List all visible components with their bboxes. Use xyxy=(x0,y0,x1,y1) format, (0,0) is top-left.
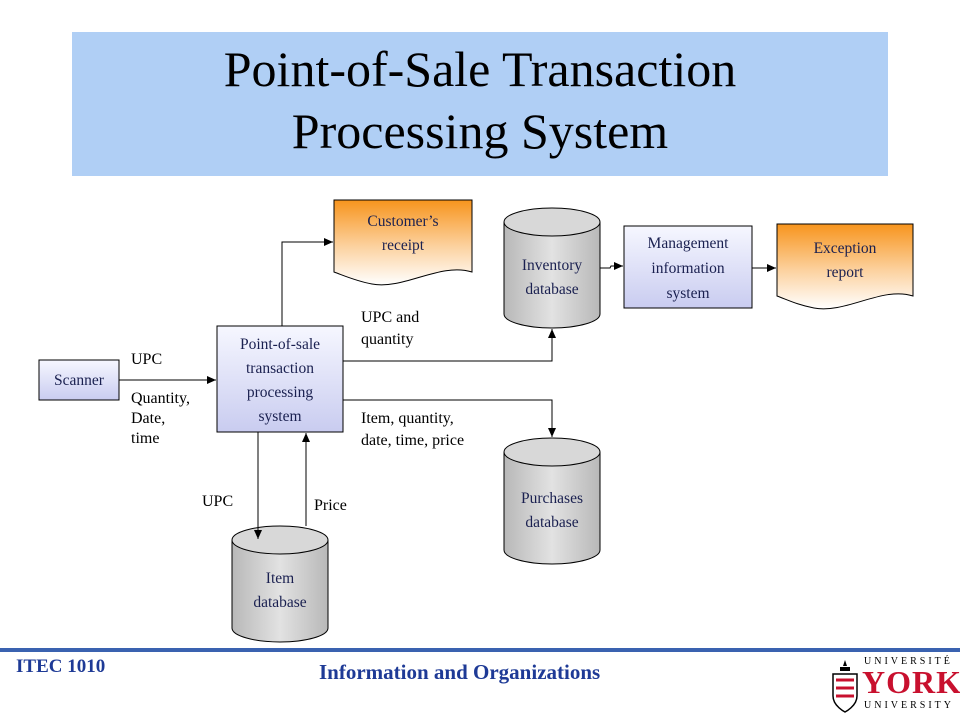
item-db-label-1: Item xyxy=(266,570,294,587)
edge-label-date-time-price: date, time, price xyxy=(361,432,464,449)
logo-universite: UNIVERSITÉ xyxy=(864,656,953,667)
title-line-2: Processing System xyxy=(291,103,669,159)
inventory-label-2: database xyxy=(525,281,578,298)
footer-divider xyxy=(0,648,960,652)
pos-label-2: transaction xyxy=(246,360,314,377)
arrow-pos-to-purchases xyxy=(343,399,556,437)
scanner-label: Scanner xyxy=(54,372,105,389)
mis-label-1: Management xyxy=(648,235,730,252)
edge-label-upc-and: UPC and xyxy=(361,309,419,326)
inventory-label-1: Inventory xyxy=(522,257,583,274)
exception-label-2: report xyxy=(826,264,864,281)
pos-label-3: processing xyxy=(247,384,314,401)
scanner-box: Scanner xyxy=(38,359,120,401)
exception-label-1: Exception xyxy=(814,240,877,257)
receipt-label-2: receipt xyxy=(382,237,425,254)
edge-label-upc: UPC xyxy=(131,351,162,368)
title-band xyxy=(72,32,888,176)
purchases-label-1: Purchases xyxy=(521,490,583,507)
edge-label-item-qty: Item, quantity, xyxy=(361,410,454,427)
inventory-database-cylinder: Inventory database xyxy=(503,207,601,329)
pos-label-4: system xyxy=(258,408,301,425)
arrow-pos-to-receipt xyxy=(281,238,333,326)
pos-system-box: Point-of-sale transaction processing sys… xyxy=(216,325,344,433)
footer-subject: Information and Organizations xyxy=(319,660,601,684)
edge-label-time: time xyxy=(131,430,159,447)
logo-university: UNIVERSITY xyxy=(864,700,954,711)
mis-label-3: system xyxy=(666,285,709,302)
exception-report-doc: Exception report xyxy=(776,223,914,310)
arrow-pos-to-inventory xyxy=(343,329,556,362)
customer-receipt-doc: Customer’s receipt xyxy=(333,199,473,286)
crest-icon xyxy=(832,660,858,713)
edge-label-upc-down: UPC xyxy=(202,493,233,510)
receipt-label-1: Customer’s xyxy=(367,213,438,230)
purchases-label-2: database xyxy=(525,514,578,531)
edge-label-quantity-2: quantity xyxy=(361,331,413,348)
page-title: Point-of-Sale Transaction Processing Sys… xyxy=(72,38,888,162)
mis-box: Management information system xyxy=(623,225,753,309)
item-database-cylinder: Item database xyxy=(231,525,329,643)
pos-label-1: Point-of-sale xyxy=(240,336,320,353)
pos-diagram: Scanner Point-of-sale transaction proces… xyxy=(38,199,914,643)
footer-course: ITEC 1010 xyxy=(16,656,106,677)
edge-label-price: Price xyxy=(314,497,347,514)
purchases-database-cylinder: Purchases database xyxy=(503,437,601,565)
edge-label-quantity: Quantity, xyxy=(131,390,190,407)
mis-label-2: information xyxy=(651,260,724,277)
york-university-logo: UNIVERSITÉ YORK UNIVERSITY xyxy=(830,656,960,716)
edge-label-date: Date, xyxy=(131,410,165,427)
logo-york: YORK xyxy=(862,664,960,700)
arrow-inventory-to-mis xyxy=(600,262,623,270)
title-line-1: Point-of-Sale Transaction xyxy=(223,41,737,97)
item-db-label-2: database xyxy=(253,594,306,611)
